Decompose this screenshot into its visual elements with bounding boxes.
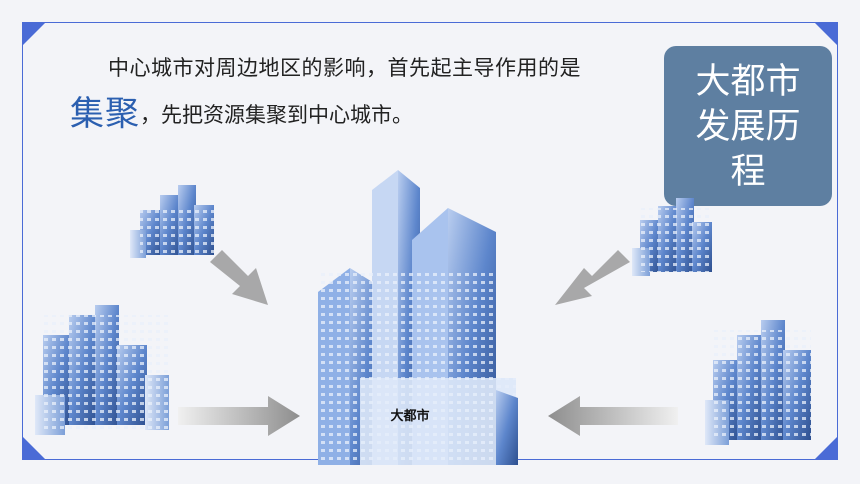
city-cluster-icon (632, 198, 712, 276)
title-box: 大都市 发展历 程 (664, 46, 832, 206)
corner-top-left (23, 23, 45, 45)
city-cluster-icon (35, 305, 169, 435)
title-line-3: 程 (730, 152, 766, 192)
center-city-label: 大都市 (390, 409, 430, 424)
keyword-text: 集聚 (70, 94, 140, 134)
corner-bottom-left (23, 437, 45, 459)
corner-bottom-right (815, 437, 837, 459)
skyscraper-icon (318, 170, 518, 465)
city-cluster-icon (705, 320, 811, 445)
arrow-icon (178, 396, 300, 436)
intro-text-rest: ，先把资源集聚到中心城市。 (140, 103, 413, 127)
city-cluster-icon (130, 185, 214, 258)
arrow-icon (555, 250, 630, 305)
title-line-2: 发展历 (695, 107, 801, 147)
corner-top-right (815, 23, 837, 45)
title-line-1: 大都市 (695, 62, 801, 102)
intro-text: 中心城市对周边地区的影响，首先起主导作用的是 (108, 56, 581, 80)
arrow-icon (548, 396, 678, 436)
arrow-icon (210, 250, 268, 305)
intro-text-line2: 集聚，先把资源集聚到中心城市。 (70, 86, 413, 135)
